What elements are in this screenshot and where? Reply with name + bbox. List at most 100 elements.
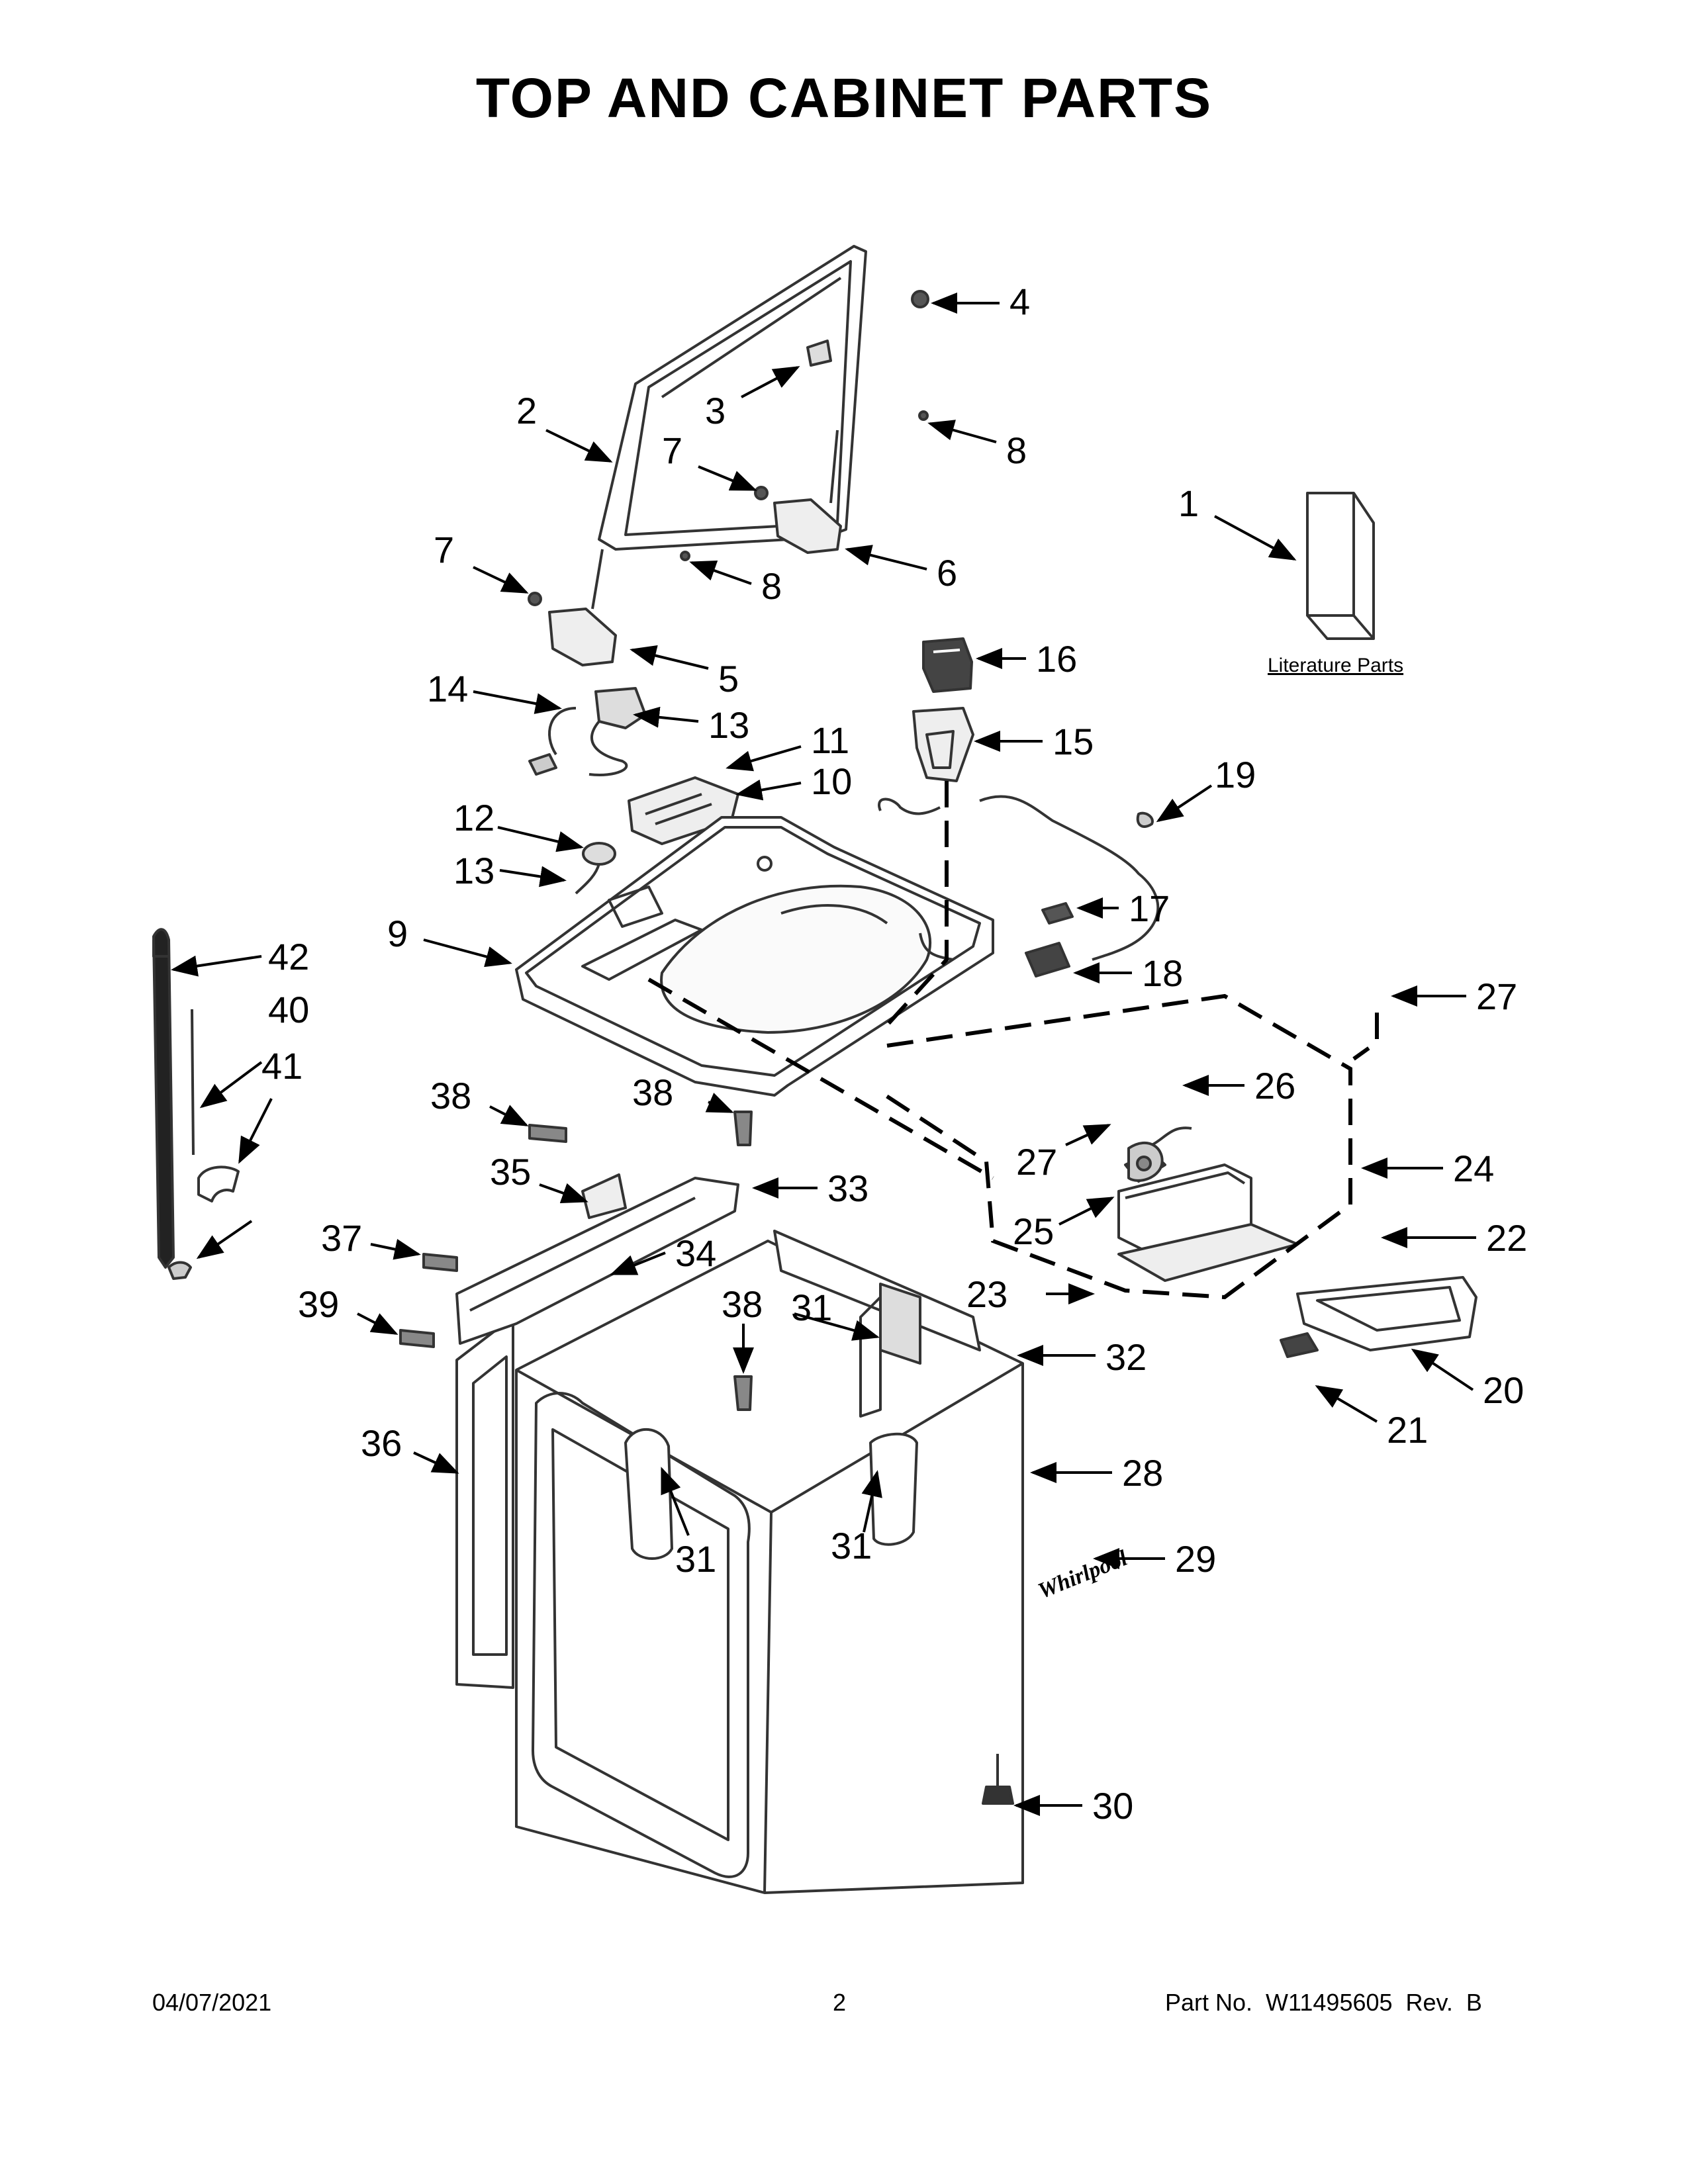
- callout-27-upper: 27: [1476, 976, 1517, 1017]
- callout-18: 18: [1142, 952, 1183, 994]
- callout-31-top: 31: [791, 1287, 832, 1328]
- arrow-40: [238, 1098, 273, 1164]
- screw-37: [422, 1253, 458, 1272]
- capacitor: [575, 842, 616, 895]
- callout-37: 37: [321, 1217, 362, 1259]
- screw-7-right: [754, 486, 769, 500]
- arrow-25: [1058, 1197, 1115, 1226]
- arrow-37: [370, 1238, 421, 1260]
- screw-38-d: [399, 1329, 435, 1348]
- arrow-41: [171, 955, 262, 977]
- callout-34: 34: [675, 1232, 716, 1274]
- arrow-3: [741, 366, 800, 398]
- screw-7-left: [528, 592, 542, 606]
- drain-hose: [152, 928, 175, 1269]
- callout-7-left: 7: [434, 529, 454, 570]
- callout-20: 20: [1483, 1369, 1524, 1411]
- leveling-leg: [982, 1754, 1014, 1805]
- dashed-line-dispenser: [878, 781, 949, 1034]
- callout-13-upper: 13: [708, 704, 749, 746]
- callout-7-right: 7: [662, 430, 682, 471]
- lid-lock-harness: [528, 687, 647, 776]
- callout-26: 26: [1254, 1065, 1295, 1107]
- dashed-line-top-to-valve: [647, 978, 994, 1180]
- dashed-line-screw-27: [1352, 1013, 1379, 1061]
- svg-text:Whirlpool: Whirlpool: [1035, 1546, 1131, 1604]
- callout-22: 22: [1486, 1217, 1527, 1259]
- lid-hinge-center: [806, 340, 832, 367]
- arrow-38-d: [357, 1312, 399, 1335]
- cabinet-pad-right: [869, 1432, 918, 1546]
- callout-30: 30: [1092, 1785, 1133, 1827]
- callout-8-lower: 8: [761, 565, 782, 607]
- screw-38-a: [528, 1124, 567, 1143]
- arrow-9: [423, 938, 512, 968]
- cabinet-back-panel-right: [773, 1230, 981, 1418]
- callout-14: 14: [427, 668, 468, 709]
- callout-15: 15: [1053, 721, 1094, 762]
- callout-39: 40: [268, 989, 309, 1030]
- literature-parts-box: [1306, 492, 1375, 640]
- callout-12: 12: [453, 797, 494, 839]
- callout-38-c: 38: [722, 1283, 763, 1325]
- arrow-38-b: [705, 1093, 734, 1113]
- callout-41: 42: [268, 936, 309, 978]
- callout-29: 29: [1175, 1538, 1216, 1580]
- screw-38-c: [733, 1375, 753, 1411]
- arrow-42: [196, 1220, 253, 1259]
- callout-25: 25: [1013, 1210, 1054, 1252]
- screw-8-lower: [680, 551, 690, 561]
- wire-harness: [878, 795, 1160, 978]
- footer-part-number: Part No. W11495605 Rev. B: [1165, 1989, 1482, 2016]
- arrow-21: [1315, 1385, 1378, 1423]
- callout-27-lower: 27: [1016, 1141, 1057, 1183]
- callout-10: 10: [811, 760, 852, 802]
- arrow-36: [413, 1451, 459, 1474]
- hose-clamp-39: [191, 1009, 195, 1156]
- callout-38-b: 38: [632, 1071, 673, 1113]
- screw-8-upper: [918, 410, 929, 421]
- callout-5: 5: [718, 658, 739, 700]
- dispenser-cap: [922, 637, 973, 693]
- callout-33: 33: [827, 1167, 868, 1209]
- arrow-13-lower: [499, 866, 567, 887]
- callout-6: 6: [937, 552, 957, 594]
- callout-4: 4: [1009, 281, 1030, 322]
- callout-32: 32: [1105, 1336, 1147, 1378]
- arrow-31-left: [661, 1467, 690, 1536]
- callout-1: 1: [1178, 482, 1199, 524]
- callout-19: 19: [1215, 754, 1256, 796]
- cabinet-top-back: [455, 1173, 739, 1345]
- arrow-1: [1214, 515, 1297, 561]
- lid-hinge-right: [773, 430, 842, 554]
- arrow-10: [735, 779, 802, 801]
- whirlpool-badge: Whirlpool: [1035, 1546, 1131, 1604]
- washer-top: [515, 816, 994, 1097]
- water-inlet-valve: [1127, 1141, 1164, 1182]
- arrow-34: [610, 1251, 666, 1275]
- callout-40: 41: [261, 1045, 303, 1087]
- arrow-38-a: [489, 1105, 529, 1126]
- screw-38-b: [733, 1111, 753, 1146]
- arrow-11: [726, 745, 802, 772]
- arrow-19: [1156, 784, 1213, 823]
- arrow-8-upper: [927, 420, 997, 443]
- callout-8-upper: 8: [1006, 430, 1027, 471]
- arrow-31-top: [794, 1312, 880, 1341]
- callout-31-right: 31: [831, 1525, 872, 1567]
- arrow-2: [545, 429, 613, 463]
- page-title: TOP AND CABINET PARTS: [475, 67, 1213, 129]
- callout-16: 16: [1036, 638, 1077, 680]
- callout-9: 9: [387, 913, 408, 954]
- callout-13-lower: 13: [453, 850, 494, 891]
- callout-2: 2: [516, 390, 537, 432]
- callout-21: 21: [1387, 1409, 1428, 1451]
- callout-38-d: 39: [298, 1283, 339, 1325]
- callout-11: 11: [811, 719, 849, 761]
- footer-date: 04/07/2021: [152, 1989, 272, 2016]
- dispenser-housing: [912, 707, 974, 782]
- arrow-6: [845, 545, 927, 570]
- callout-17: 17: [1129, 887, 1170, 929]
- arrow-13-upper: [633, 706, 699, 728]
